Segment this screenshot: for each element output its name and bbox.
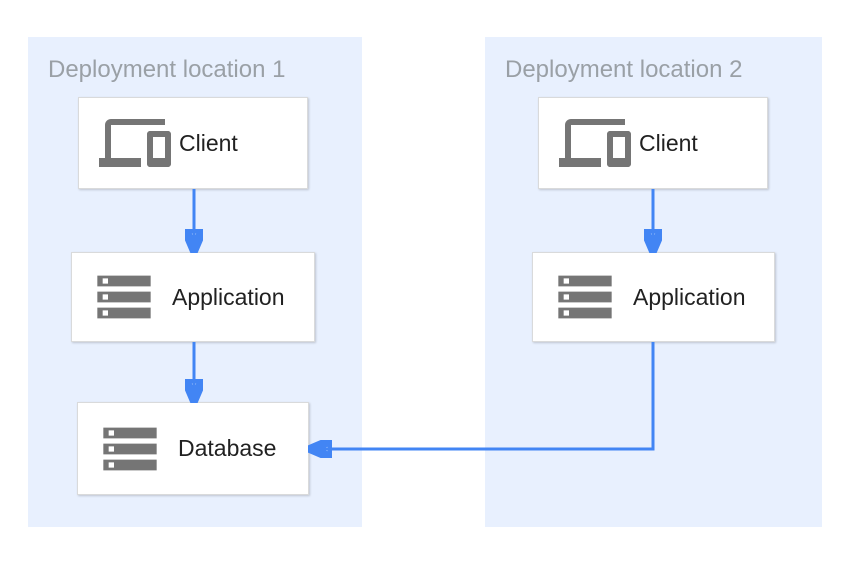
node-application-1: Application	[71, 252, 315, 342]
deployment-location-1-label: Deployment location 1	[48, 56, 286, 83]
server-stack-icon	[98, 417, 178, 481]
node-label: Client	[179, 129, 238, 156]
deployment-location-1-panel: Deployment location 1 Client Application…	[28, 37, 362, 527]
node-application-2: Application	[532, 252, 775, 342]
node-client-2: Client	[538, 97, 768, 189]
server-stack-icon	[553, 265, 633, 329]
server-stack-icon	[92, 265, 172, 329]
node-label: Application	[633, 283, 746, 310]
node-client-1: Client	[78, 97, 308, 189]
node-label: Database	[178, 435, 277, 461]
devices-icon	[99, 107, 179, 179]
node-database-1: Database	[77, 402, 309, 495]
devices-icon	[559, 107, 639, 179]
node-label: Client	[639, 129, 698, 156]
deployment-location-2-label: Deployment location 2	[505, 56, 743, 83]
deployment-location-2-panel: Deployment location 2 Client Application	[485, 37, 822, 527]
node-label: Application	[172, 283, 285, 310]
